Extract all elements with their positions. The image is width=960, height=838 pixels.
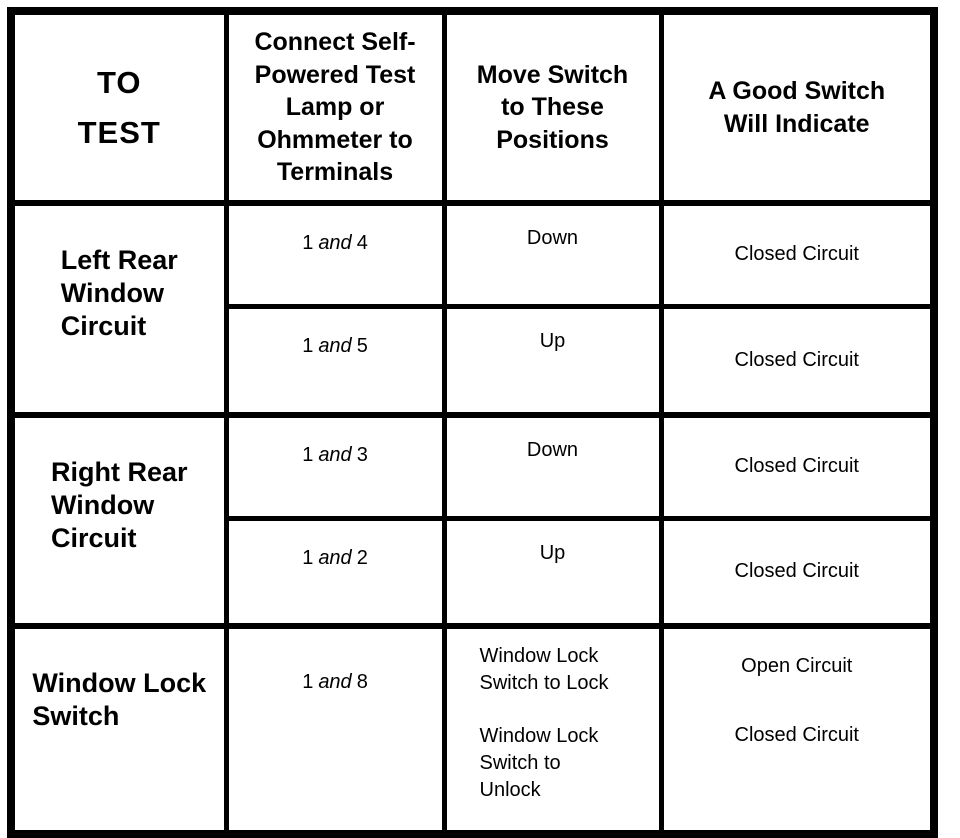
terminal-second: 8	[356, 671, 368, 693]
position-cell: Window Lock Switch to Lock Window Lock S…	[441, 623, 664, 837]
terminal-conjunction: and	[318, 232, 352, 254]
header-cell-positions: Move Switch to These Positions	[441, 8, 664, 206]
position-cell: Up	[441, 515, 664, 629]
result-cell: Closed Circuit	[658, 200, 937, 309]
section-label-wrap: Right Rear Window Circuit	[15, 418, 224, 555]
terminal-first: 1	[302, 232, 314, 254]
header-row: TO TEST Connect Self- Powered Test Lamp …	[8, 8, 937, 206]
terminal-conjunction: and	[318, 671, 352, 693]
terminal-first: 1	[302, 671, 314, 693]
position-cell: Up	[441, 303, 664, 418]
result-cell: Closed Circuit	[658, 515, 937, 629]
terminal-first: 1	[302, 334, 314, 357]
position-case-unlock: Window Lock Switch to Unlock	[479, 725, 599, 801]
result-cell: Open Circuit Closed Circuit	[658, 623, 937, 837]
terminal-second: 4	[356, 232, 368, 254]
result-case-unlock: Closed Circuit	[734, 724, 859, 746]
result-cell: Closed Circuit	[658, 412, 937, 521]
section-label-window-lock-switch: Window Lock Switch	[8, 623, 229, 837]
document-page: TO TEST Connect Self- Powered Test Lamp …	[7, 7, 938, 838]
terminal-first: 1	[302, 546, 314, 569]
terminal-conjunction: and	[318, 334, 352, 357]
terminal-first: 1	[302, 444, 314, 466]
section-label-wrap: Window Lock Switch	[15, 629, 224, 733]
section-label-text: Right Rear Window Circuit	[50, 457, 188, 553]
switch-test-table: TO TEST Connect Self- Powered Test Lamp …	[7, 7, 938, 838]
terminal-second: 3	[356, 444, 368, 466]
terminal-conjunction: and	[318, 546, 352, 569]
section-label-text: Left Rear Window Circuit	[60, 245, 178, 341]
position-case-lock: Window Lock Switch to Lock	[479, 645, 609, 694]
terminal-conjunction: and	[318, 444, 352, 466]
section-label-left-rear-window-circuit: Left Rear Window Circuit	[8, 200, 229, 418]
header-cell-terminals: Connect Self- Powered Test Lamp or Ohmme…	[223, 8, 447, 206]
section-label-text: Window Lock Switch	[32, 668, 207, 731]
header-cell-to-test: TO TEST	[8, 8, 229, 206]
terminal-second: 5	[356, 334, 368, 357]
position-cell: Down	[441, 412, 664, 521]
position-cell: Down	[441, 200, 664, 309]
section-label-wrap: Left Rear Window Circuit	[15, 206, 224, 343]
header-cell-indication: A Good Switch Will Indicate	[658, 8, 937, 206]
result-cell: Closed Circuit	[658, 303, 937, 418]
result-case-lock: Open Circuit	[741, 655, 853, 677]
terminal-second: 2	[356, 546, 368, 569]
section-label-right-rear-window-circuit: Right Rear Window Circuit	[8, 412, 229, 629]
